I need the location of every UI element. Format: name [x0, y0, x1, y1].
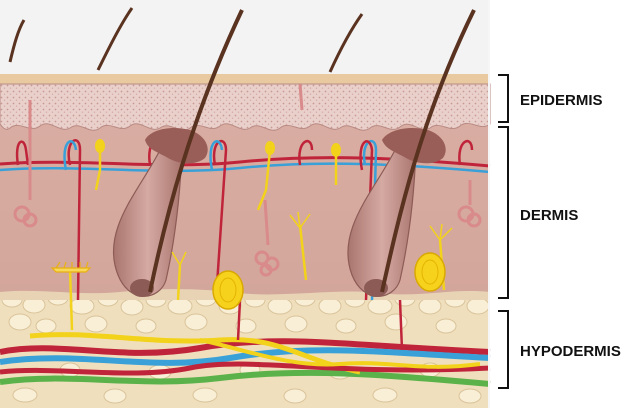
hypodermis-label: HYPODERMIS	[520, 343, 621, 360]
hypodermis-bracket	[498, 311, 508, 388]
epidermis-label: EPIDERMIS	[520, 92, 603, 109]
epidermis-layer	[0, 74, 490, 130]
pacinian-corpuscle-icon	[415, 253, 445, 291]
meissner-corpuscle-icon	[95, 139, 105, 153]
background	[0, 0, 490, 80]
pacinian-corpuscle-icon	[213, 271, 243, 309]
layer-brackets	[498, 75, 508, 388]
epidermis-bracket	[498, 75, 508, 122]
dermis-label: DERMIS	[520, 207, 578, 224]
hypodermis-layer	[0, 291, 490, 408]
meissner-corpuscle-icon	[331, 143, 341, 157]
dermis-bracket	[498, 127, 508, 298]
meissner-corpuscle-icon	[265, 141, 275, 155]
